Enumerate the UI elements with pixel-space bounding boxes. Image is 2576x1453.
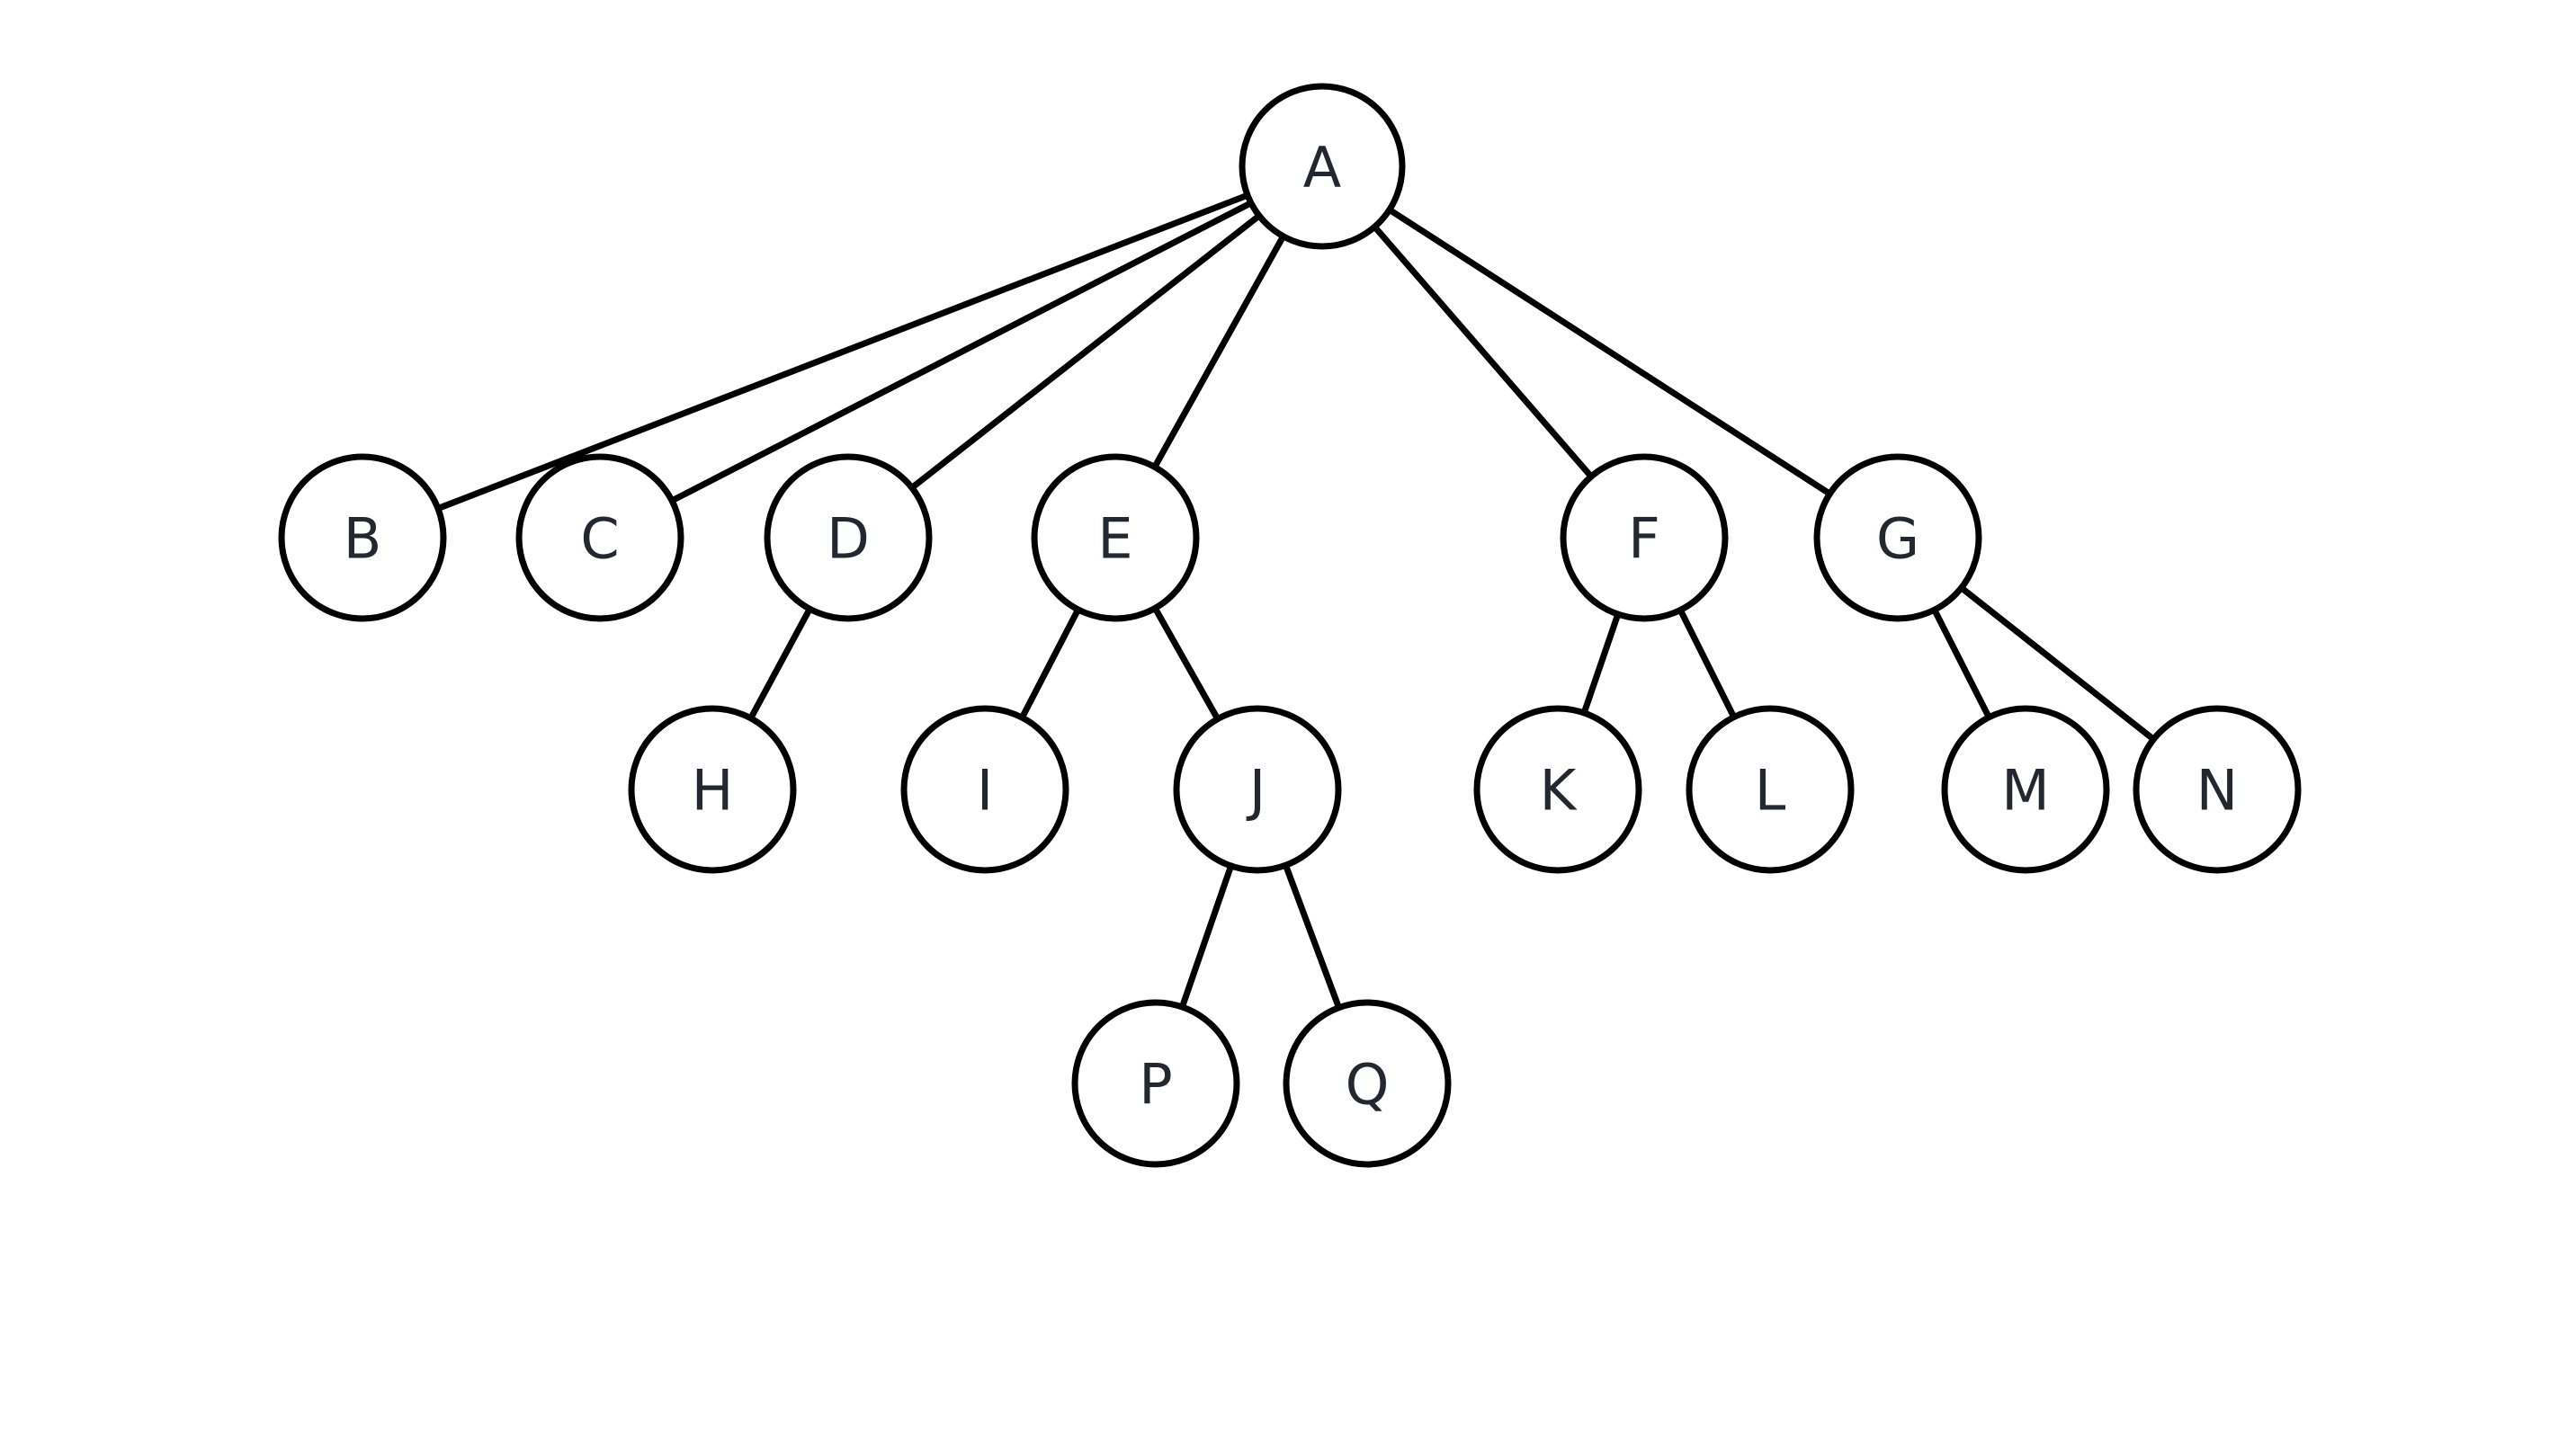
node-circle-b[interactable] — [278, 453, 447, 622]
node-label-c: C — [580, 506, 619, 572]
node-circle-a[interactable] — [1239, 83, 1406, 250]
node-circle-c[interactable] — [515, 453, 684, 622]
node-g[interactable]: G — [1813, 453, 1982, 622]
node-circle-n[interactable] — [2133, 705, 2302, 874]
node-circle-f[interactable] — [1560, 453, 1729, 622]
node-l[interactable]: L — [1686, 705, 1855, 874]
node-label-j: J — [1246, 758, 1266, 824]
node-label-b: B — [344, 506, 382, 572]
node-k[interactable]: K — [1473, 705, 1642, 874]
node-f[interactable]: F — [1560, 453, 1729, 622]
node-c[interactable]: C — [515, 453, 684, 622]
edge-d-h — [748, 608, 812, 719]
node-a[interactable]: A — [1239, 83, 1406, 250]
edge-a-g — [1388, 208, 1831, 496]
node-circle-h[interactable] — [628, 705, 797, 874]
node-label-l: L — [1755, 758, 1786, 824]
node-circle-q[interactable] — [1283, 999, 1452, 1168]
node-b[interactable]: B — [278, 453, 447, 622]
node-e[interactable]: E — [1031, 453, 1200, 622]
node-label-k: K — [1540, 758, 1578, 824]
edge-j-p — [1179, 865, 1234, 1008]
edge-j-q — [1284, 864, 1341, 1009]
edge-a-f — [1373, 226, 1593, 478]
node-circle-k[interactable] — [1473, 705, 1642, 874]
node-j[interactable]: J — [1173, 705, 1342, 874]
nodes-layer: A B C D E F G H I J K L M N P Q — [278, 83, 2302, 1168]
node-label-f: F — [1628, 506, 1660, 572]
edge-a-c — [671, 201, 1252, 503]
node-label-q: Q — [1346, 1052, 1390, 1118]
node-circle-j[interactable] — [1173, 705, 1342, 874]
node-circle-l[interactable] — [1686, 705, 1855, 874]
edge-e-j — [1153, 607, 1220, 720]
node-label-e: E — [1097, 506, 1132, 572]
edge-f-l — [1678, 609, 1736, 718]
node-circle-m[interactable] — [1941, 705, 2110, 874]
node-label-h: H — [692, 758, 734, 824]
node-n[interactable]: N — [2133, 705, 2302, 874]
node-label-i: I — [977, 758, 993, 824]
edge-g-n — [1960, 586, 2155, 741]
node-q[interactable]: Q — [1283, 999, 1452, 1168]
node-circle-i[interactable] — [900, 705, 1069, 874]
edges-layer — [437, 192, 2155, 1009]
edge-a-d — [910, 214, 1261, 490]
node-p[interactable]: P — [1071, 999, 1240, 1168]
node-label-m: M — [2001, 758, 2050, 824]
node-i[interactable]: I — [900, 705, 1069, 874]
node-label-p: P — [1139, 1052, 1172, 1118]
edge-e-i — [1020, 609, 1080, 718]
node-label-a: A — [1303, 135, 1341, 201]
node-label-d: D — [827, 506, 870, 572]
node-label-n: N — [2196, 758, 2238, 824]
edge-a-e — [1152, 235, 1285, 468]
node-circle-e[interactable] — [1031, 453, 1200, 622]
edge-g-m — [1932, 609, 1991, 718]
node-d[interactable]: D — [764, 453, 933, 622]
node-h[interactable]: H — [628, 705, 797, 874]
edge-f-k — [1581, 613, 1621, 714]
node-circle-d[interactable] — [764, 453, 933, 622]
node-circle-p[interactable] — [1071, 999, 1240, 1168]
node-m[interactable]: M — [1941, 705, 2110, 874]
node-label-g: G — [1876, 506, 1919, 572]
node-circle-g[interactable] — [1813, 453, 1982, 622]
edge-a-b — [437, 192, 1248, 511]
